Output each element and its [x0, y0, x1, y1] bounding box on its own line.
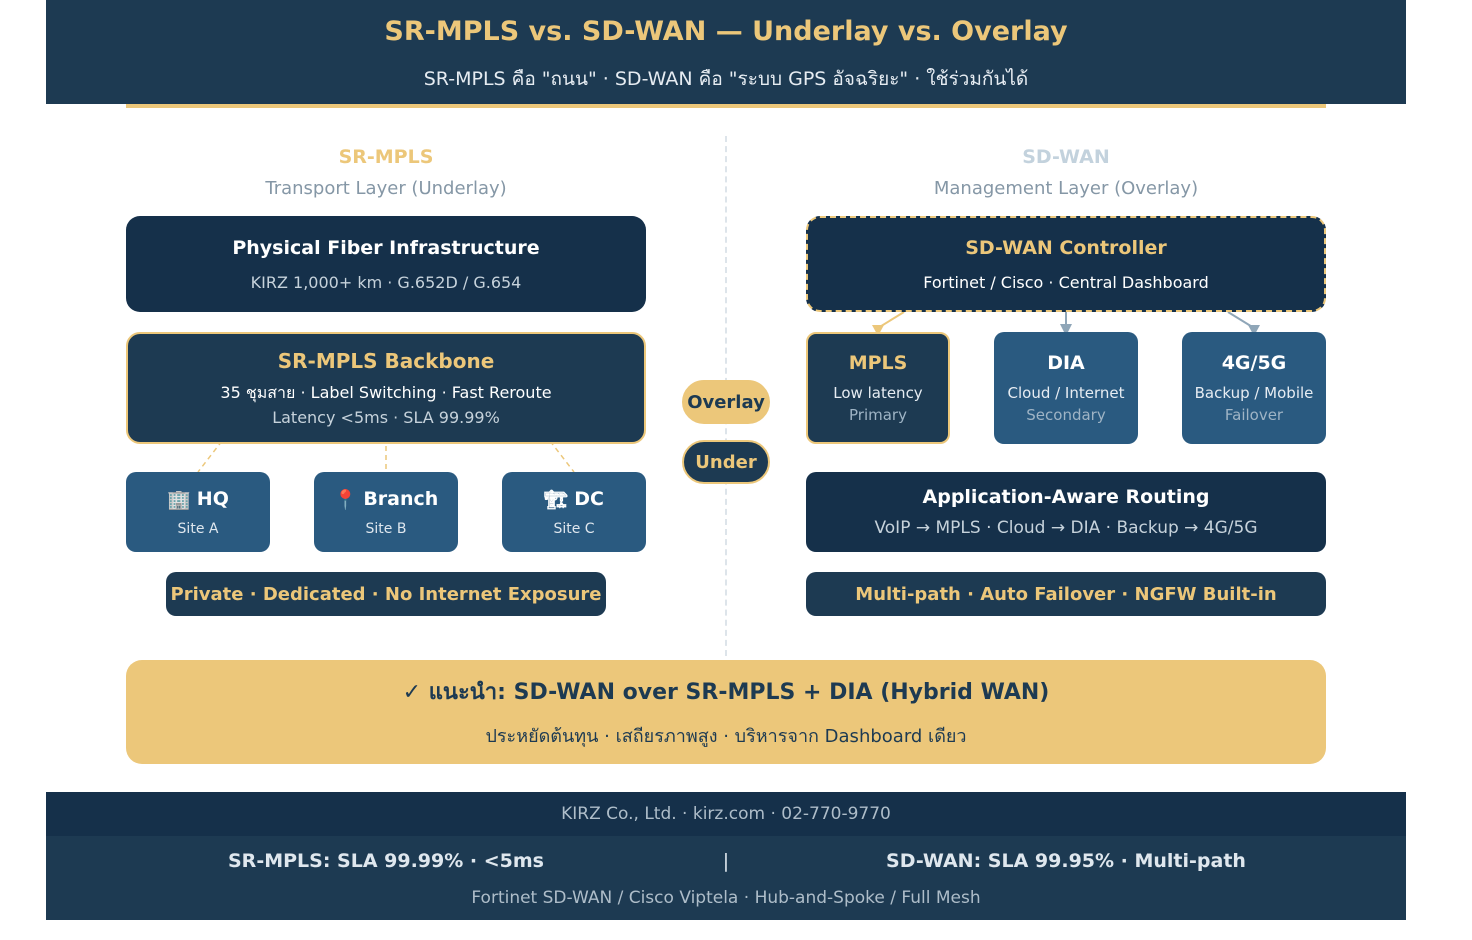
fiber-title: Physical Fiber Infrastructure: [232, 236, 540, 259]
site-dc-subtitle: Site C: [553, 520, 595, 537]
footer: KIRZ Co., Ltd. · kirz.com · 02-770-9770 …: [46, 792, 1406, 920]
site-hq-title: HQ: [196, 488, 229, 510]
link-mpls-box: MPLS Low latency Primary: [806, 332, 950, 444]
link-mpls-role: Primary: [849, 406, 907, 424]
overlay-badge: Overlay: [682, 380, 770, 424]
footer-separator: |: [722, 850, 730, 872]
link-dia-box: DIA Cloud / Internet Secondary: [994, 332, 1138, 444]
link-mpls-desc: Low latency: [833, 384, 923, 402]
link-dia-role: Secondary: [1026, 406, 1106, 424]
site-dc-box: 🏗 DC Site C: [502, 472, 646, 552]
location-pin-icon: 📍: [333, 488, 358, 511]
footer-sr-mpls-sla: SR-MPLS: SLA 99.99% · <5ms: [228, 850, 544, 872]
fiber-detail: KIRZ 1,000+ km · G.652D / G.654: [250, 272, 522, 292]
page-title: SR-MPLS vs. SD-WAN — Underlay vs. Overla…: [384, 16, 1068, 47]
controller-to-4g-arrow: [1227, 311, 1255, 329]
sd-wan-controller-box: SD-WAN Controller Fortinet / Cisco · Cen…: [806, 216, 1326, 312]
footer-sd-wan-sla: SD-WAN: SLA 99.95% · Multi-path: [886, 850, 1246, 872]
sd-wan-column-title: SD-WAN: [1022, 146, 1110, 168]
site-hq-box: 🏢 HQ Site A: [126, 472, 270, 552]
sd-wan-column-subtitle: Management Layer (Overlay): [933, 178, 1199, 199]
link-4g5g-title: 4G/5G: [1221, 352, 1287, 374]
recommendation-title: ✓ แนะนำ: SD-WAN over SR-MPLS + DIA (Hybr…: [402, 680, 1050, 705]
site-dc-title: DC: [574, 488, 604, 510]
site-branch-subtitle: Site B: [365, 520, 407, 537]
controller-detail: Fortinet / Cisco · Central Dashboard: [923, 272, 1209, 292]
link-dia-desc: Cloud / Internet: [1007, 384, 1125, 402]
link-mpls-title: MPLS: [848, 352, 908, 374]
backbone-title: SR-MPLS Backbone: [277, 349, 495, 373]
datacenter-icon: 🏗: [544, 488, 569, 511]
link-dia-title: DIA: [1047, 352, 1085, 374]
site-hq-subtitle: Site A: [177, 520, 219, 537]
physical-fiber-box: Physical Fiber Infrastructure KIRZ 1,000…: [126, 216, 646, 312]
site-branch-box: 📍 Branch Site B: [314, 472, 458, 552]
sr-mpls-column-title: SR-MPLS: [338, 146, 434, 168]
routing-title: Application-Aware Routing: [922, 486, 1210, 508]
recommendation-subtitle: ประหยัดต้นทุน · เสถียรภาพสูง · บริหารจาก…: [485, 726, 967, 747]
controller-title: SD-WAN Controller: [965, 236, 1167, 259]
controller-to-mpls-arrow: [877, 311, 905, 329]
sr-mpls-column-subtitle: Transport Layer (Underlay): [265, 178, 507, 199]
sd-wan-features-bar: Multi-path · Auto Failover · NGFW Built-…: [806, 572, 1326, 616]
recommendation-banner: ✓ แนะนำ: SD-WAN over SR-MPLS + DIA (Hybr…: [126, 660, 1326, 764]
routing-detail: VoIP → MPLS · Cloud → DIA · Backup → 4G/…: [874, 518, 1258, 538]
app-aware-routing-box: Application-Aware Routing VoIP → MPLS · …: [806, 472, 1326, 552]
backbone-detail: 35 ชุมสาย · Label Switching · Fast Rerou…: [220, 383, 552, 402]
site-branch-title: Branch: [363, 488, 439, 510]
page-subtitle: SR-MPLS คือ "ถนน" · SD-WAN คือ "ระบบ GPS…: [423, 68, 1029, 90]
backbone-sla: Latency <5ms · SLA 99.99%: [272, 408, 500, 427]
footer-company-info: KIRZ Co., Ltd. · kirz.com · 02-770-9770: [46, 792, 1406, 836]
sr-mpls-features-bar: Private · Dedicated · No Internet Exposu…: [166, 572, 606, 616]
sr-mpls-backbone-box: SR-MPLS Backbone 35 ชุมสาย · Label Switc…: [126, 332, 646, 444]
header-accent-line: [126, 104, 1326, 108]
header-banner: SR-MPLS vs. SD-WAN — Underlay vs. Overla…: [46, 0, 1406, 104]
link-4g5g-role: Failover: [1224, 406, 1284, 424]
link-4g5g-desc: Backup / Mobile: [1194, 384, 1314, 402]
footer-vendors: Fortinet SD-WAN / Cisco Viptela · Hub-an…: [471, 888, 981, 908]
underlay-badge: Under: [682, 440, 770, 484]
office-building-icon: 🏢: [167, 488, 191, 511]
link-4g5g-box: 4G/5G Backup / Mobile Failover: [1182, 332, 1326, 444]
